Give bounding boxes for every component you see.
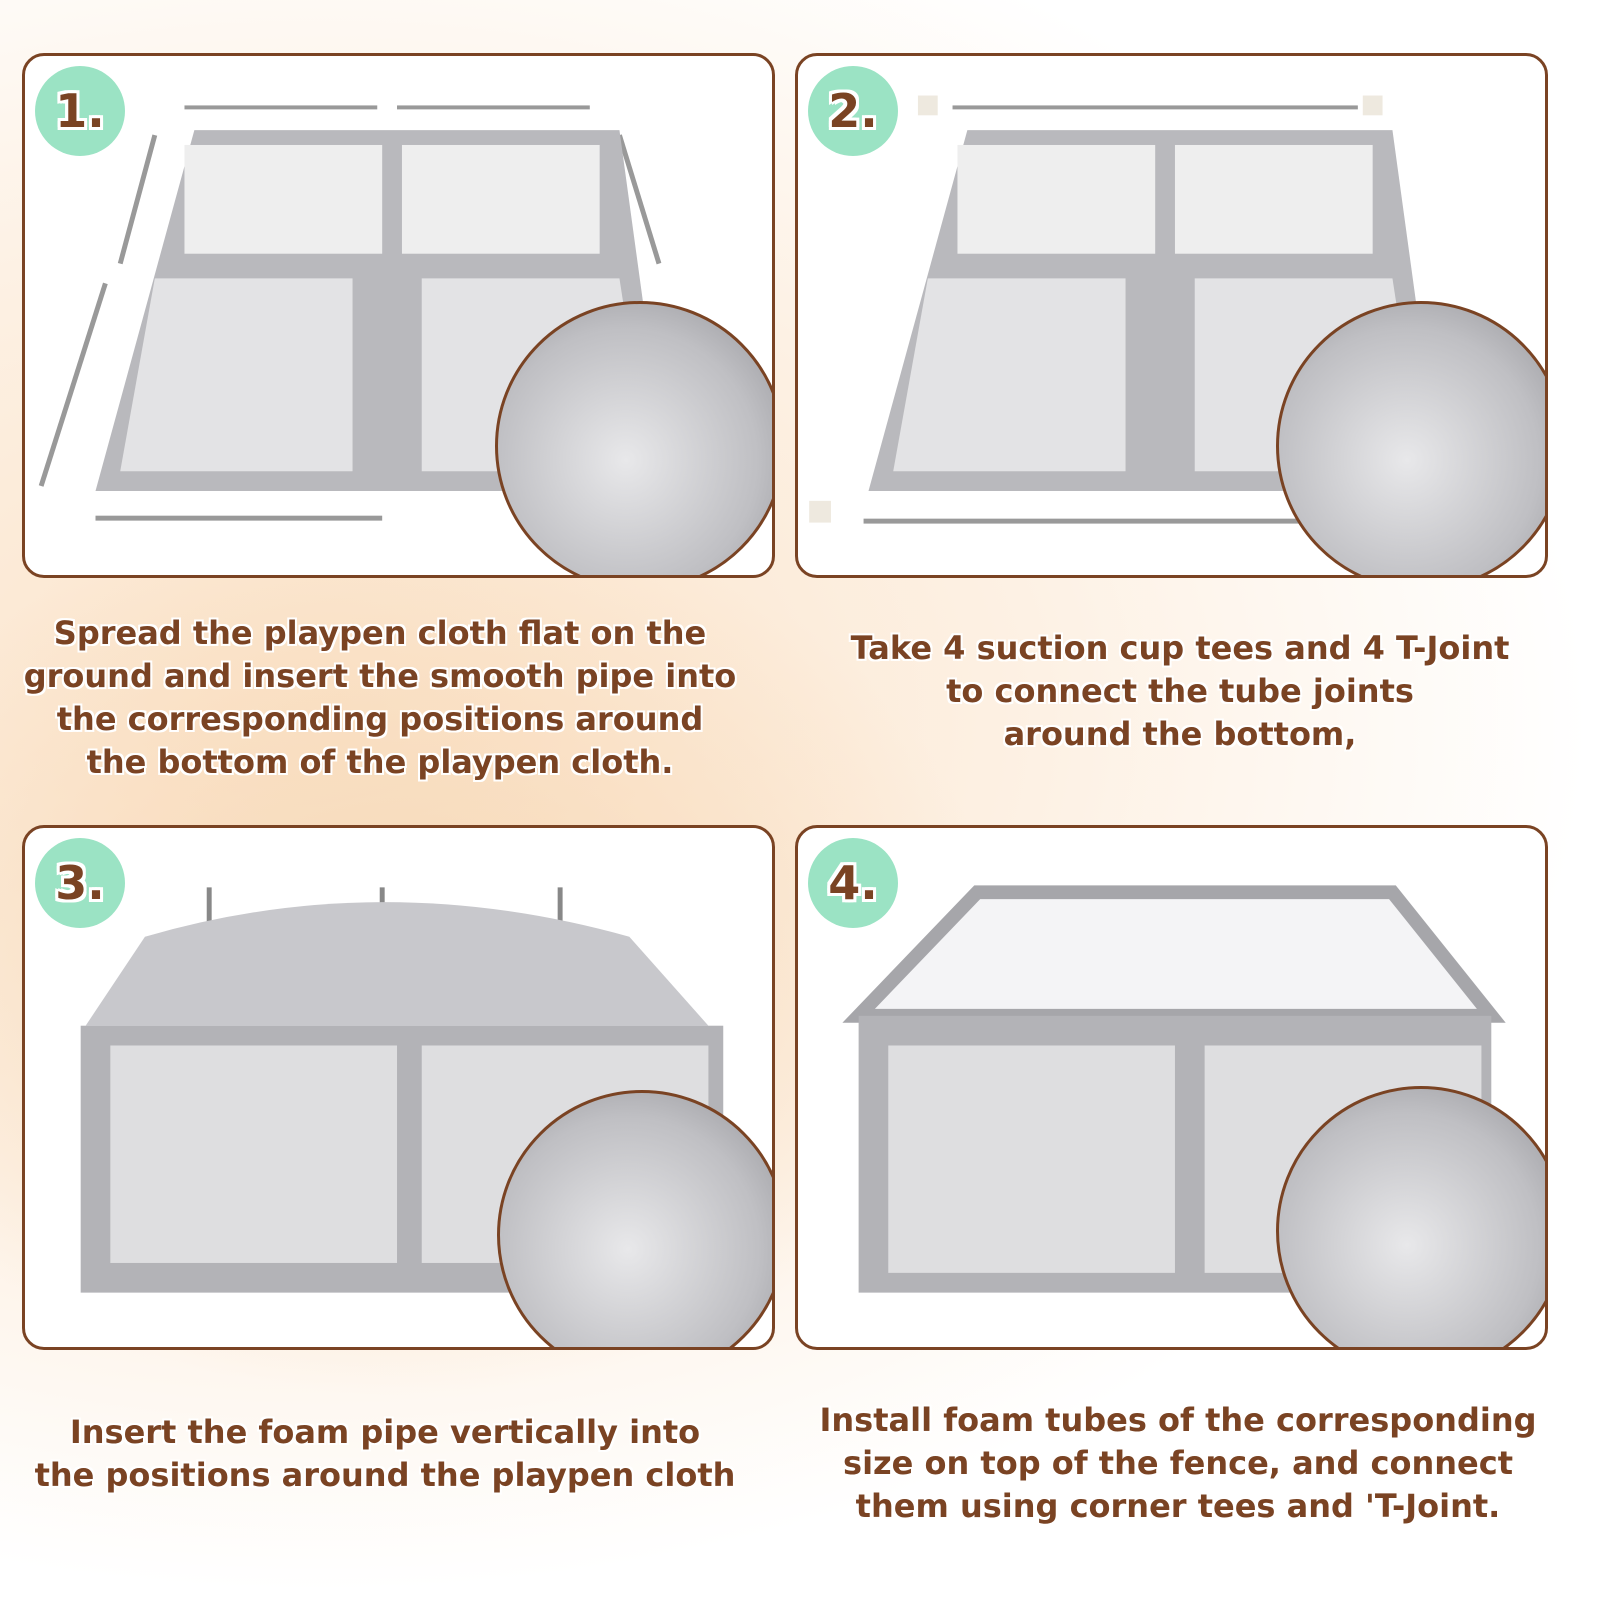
caption-line: the positions around the playpen cloth <box>34 1456 736 1494</box>
foam-pipe-closeup <box>497 1090 772 1347</box>
step-1-panel: 1. <box>22 53 775 578</box>
pipe-insert-closeup <box>495 301 772 575</box>
step-4-badge: 4. <box>808 838 898 928</box>
caption-line: Insert the foam pipe vertically into <box>69 1413 701 1451</box>
step-4-caption: Install foam tubes of the corresponding … <box>808 1399 1548 1528</box>
step-1-caption: Spread the playpen cloth flat on the gro… <box>10 612 750 784</box>
caption-line: ground and insert the smooth pipe into <box>23 657 737 695</box>
caption-line: them using corner tees and 'T-Joint. <box>855 1487 1501 1525</box>
caption-line: around the bottom, <box>1003 715 1357 753</box>
step-3-caption: Insert the foam pipe vertically into the… <box>15 1411 755 1497</box>
t-joint-closeup <box>1276 301 1545 575</box>
caption-line: the bottom of the playpen cloth. <box>86 743 674 781</box>
corner-tee-closeup <box>1276 1086 1545 1347</box>
caption-line: to connect the tube joints <box>946 672 1414 710</box>
caption-line: Install foam tubes of the corresponding <box>819 1401 1537 1439</box>
step-2-badge: 2. <box>808 66 898 156</box>
caption-line: Take 4 suction cup tees and 4 T-Joint <box>850 629 1510 667</box>
step-1-badge: 1. <box>35 66 125 156</box>
step-3-panel: 3. <box>22 825 775 1350</box>
caption-line: the corresponding positions around <box>56 700 704 738</box>
step-4-panel: 4. <box>795 825 1548 1350</box>
caption-line: size on top of the fence, and connect <box>843 1444 1513 1482</box>
step-2-panel: 2. <box>795 53 1548 578</box>
caption-line: Spread the playpen cloth flat on the <box>53 614 707 652</box>
step-3-badge: 3. <box>35 838 125 928</box>
step-2-caption: Take 4 suction cup tees and 4 T-Joint to… <box>810 627 1550 756</box>
